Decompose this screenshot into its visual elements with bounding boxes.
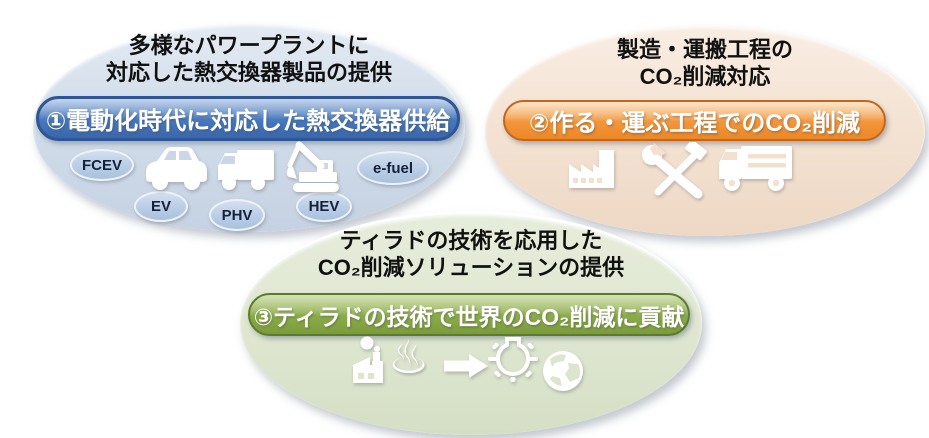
solution-title-line1: ティラドの技術を応用した bbox=[339, 228, 603, 253]
car-icon bbox=[143, 142, 209, 192]
arrow-right-icon bbox=[444, 354, 488, 378]
badge-efuel: e-fuel bbox=[357, 151, 429, 185]
powertrain-title-line1: 多様なパワープラントに bbox=[128, 33, 370, 58]
badge-fcev: FCEV bbox=[70, 149, 134, 181]
powertrain-title: 多様なパワープラントに 対応した熱交換器製品の提供 bbox=[33, 32, 465, 86]
manufacturing-title-line1: 製造・運搬工程の bbox=[616, 37, 793, 62]
manufacturing-title-line2: CO₂削減対応 bbox=[639, 64, 771, 89]
delivery-truck-icon bbox=[716, 141, 794, 193]
manufacturing-title: 製造・運搬工程の CO₂削減対応 bbox=[485, 36, 925, 90]
factory-icon bbox=[566, 145, 618, 191]
globe-icon bbox=[540, 350, 586, 392]
tools-icon bbox=[638, 139, 710, 200]
manufacturing-banner: ②作る・運ぶ工程でのCO₂削減 bbox=[503, 100, 886, 141]
powertrain-title-line2: 対応した熱交換器製品の提供 bbox=[105, 60, 392, 85]
badge-phv: PHV bbox=[209, 199, 265, 231]
solution-title: ティラドの技術を応用した CO₂削減ソリューションの提供 bbox=[240, 227, 702, 281]
badge-hev: HEV bbox=[296, 191, 352, 222]
lightbulb-icon bbox=[488, 336, 538, 382]
badge-ev: EV bbox=[134, 191, 188, 222]
solution-banner: ③ティラドの技術で世界のCO₂削減に貢献 bbox=[248, 293, 690, 336]
truck-icon bbox=[216, 144, 276, 192]
group-solution: ティラドの技術を応用した CO₂削減ソリューションの提供 ③ティラドの技術で世界… bbox=[240, 211, 702, 435]
hot-spring-icon: ♨ bbox=[388, 331, 430, 383]
solution-title-line2: CO₂削減ソリューションの提供 bbox=[317, 255, 625, 280]
excavator-icon bbox=[281, 138, 343, 193]
group-powertrain: 多様なパワープラントに 対応した熱交換器製品の提供 ①電動化時代に対応した熱交換… bbox=[33, 24, 465, 232]
factory-smoke-icon bbox=[350, 335, 390, 385]
group-manufacturing: 製造・運搬工程の CO₂削減対応 ②作る・運ぶ工程でのCO₂削減 bbox=[485, 26, 925, 236]
powertrain-banner: ①電動化時代に対応した熱交換器供給 bbox=[36, 96, 460, 141]
